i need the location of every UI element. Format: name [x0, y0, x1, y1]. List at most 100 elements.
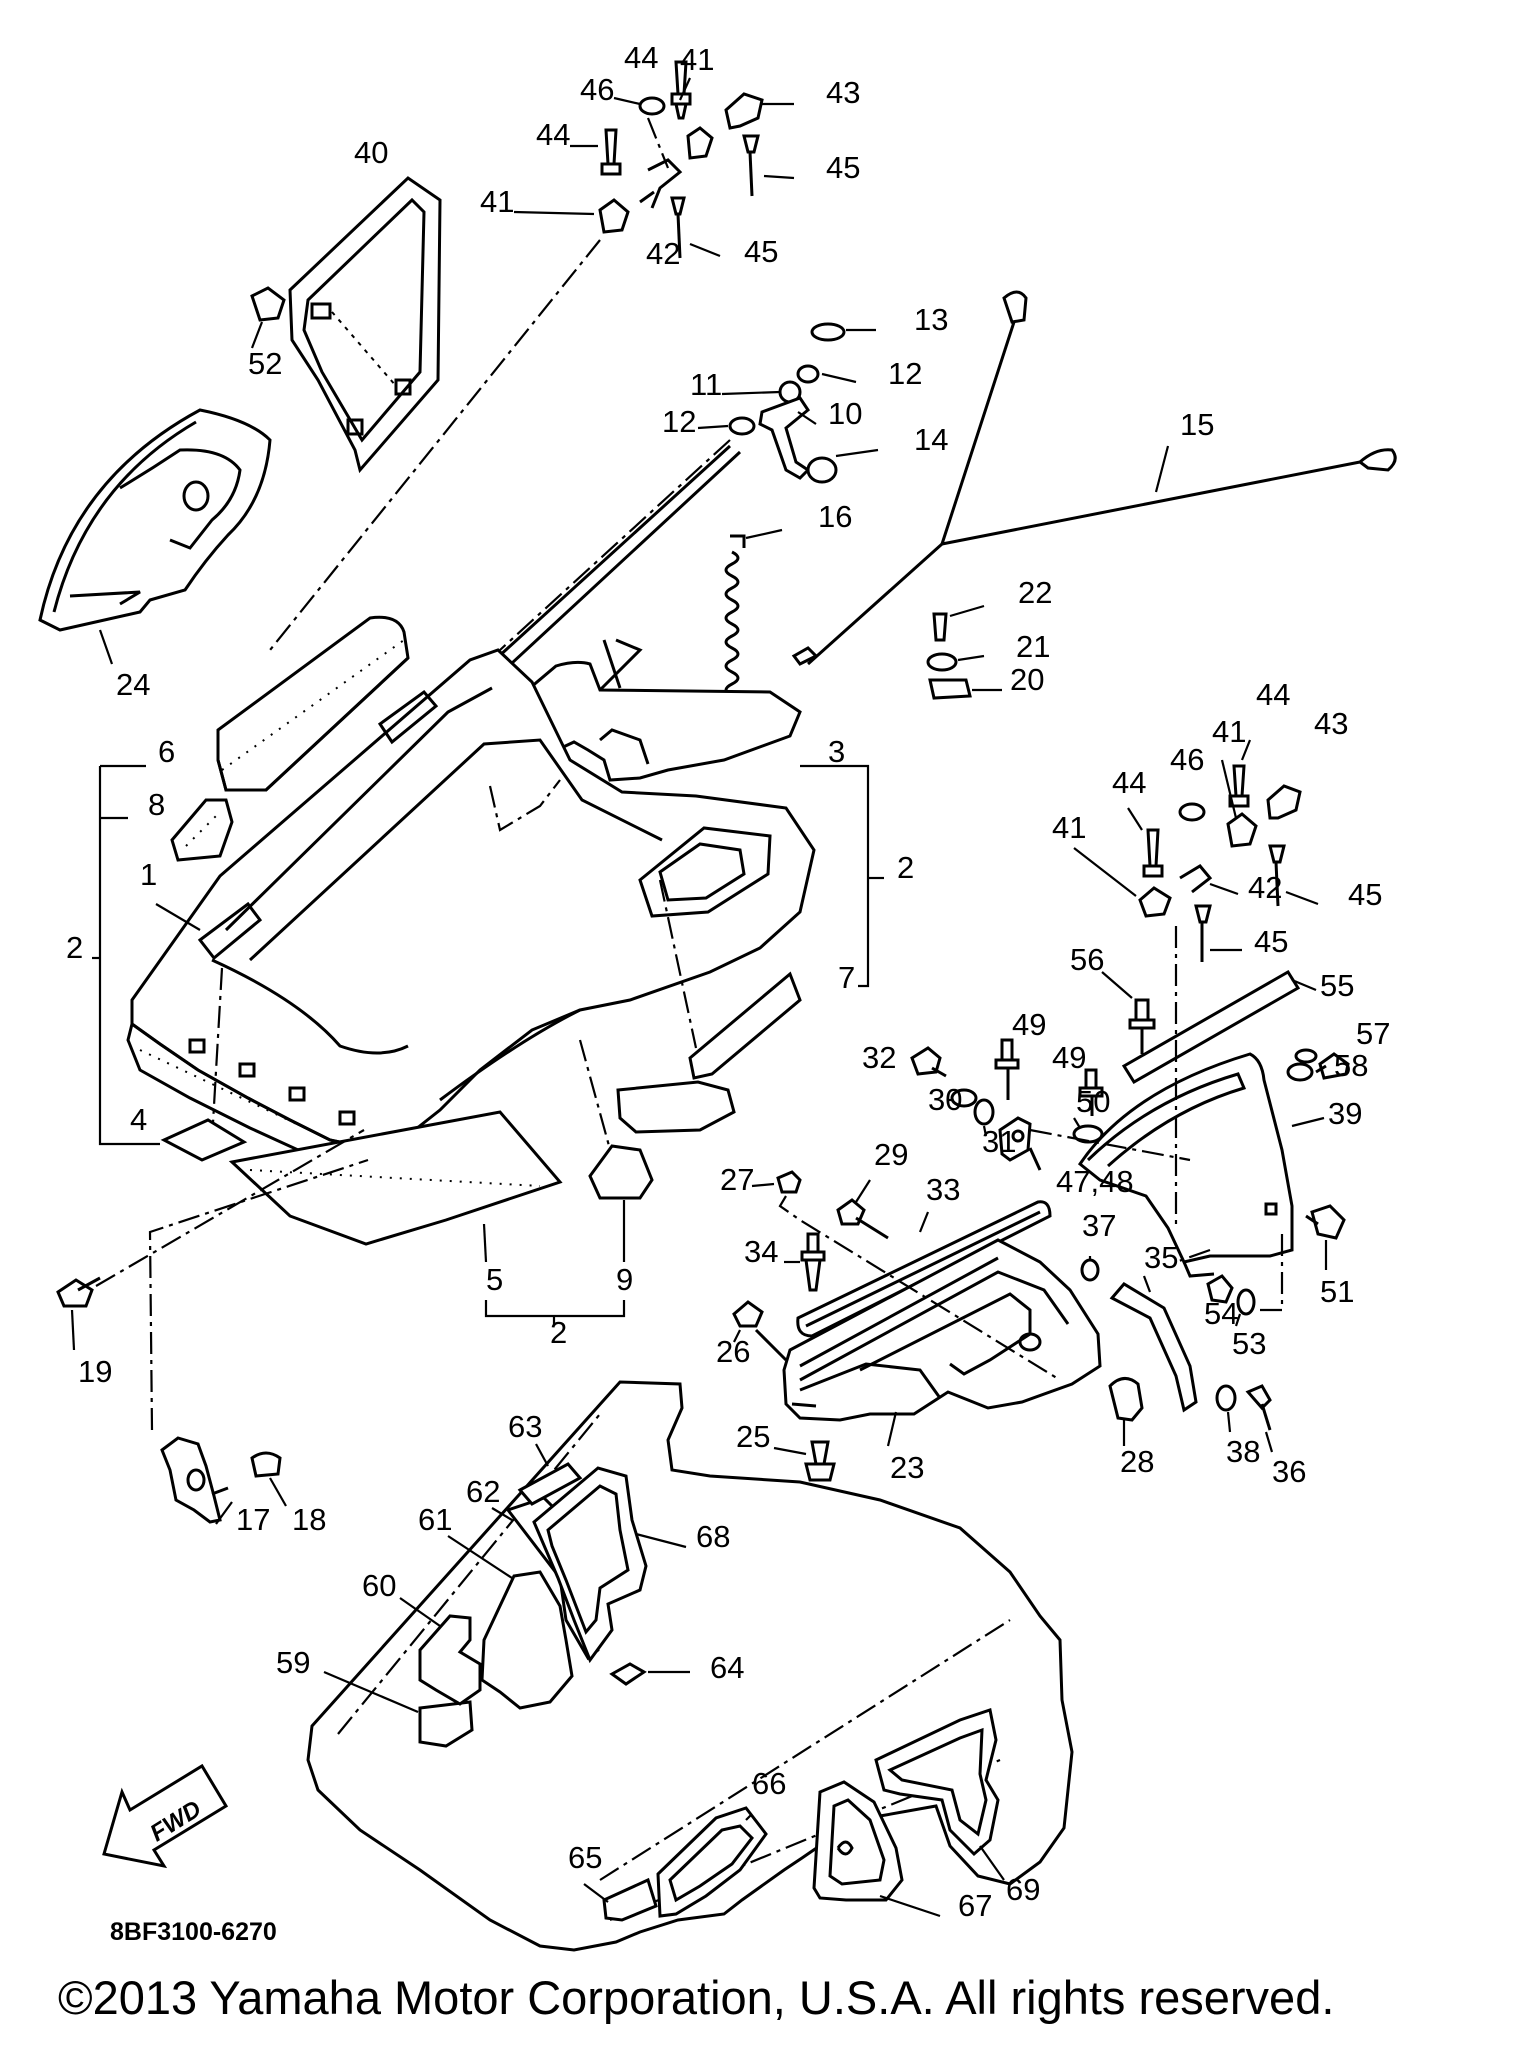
callout-42: 42 — [1248, 870, 1282, 905]
guide-line-right — [1175, 1248, 1211, 1264]
callout-41: 41 — [1212, 714, 1246, 749]
part-6-foam-pad — [216, 615, 410, 792]
callout-2: 2 — [550, 1315, 567, 1350]
callout-21: 21 — [1016, 629, 1050, 664]
callout-3: 3 — [828, 734, 845, 769]
callout-42: 42 — [646, 236, 680, 271]
callout-25: 25 — [736, 1419, 770, 1454]
callout-46: 46 — [580, 72, 614, 107]
callout-55: 55 — [1320, 968, 1354, 1003]
callout-59: 59 — [276, 1645, 310, 1680]
callout-58: 58 — [1334, 1048, 1368, 1083]
callout-12: 12 — [888, 356, 922, 391]
callout-45: 45 — [826, 150, 860, 185]
callout-39: 39 — [1328, 1096, 1362, 1131]
callout-54: 54 — [1204, 1296, 1238, 1331]
drawing-code: 8BF3100-6270 — [110, 1918, 277, 1946]
part-1-hood — [126, 648, 816, 1182]
callout-44: 44 — [1256, 677, 1290, 712]
part-57-58-screw-washer — [1286, 1048, 1350, 1082]
callout-31: 31 — [982, 1124, 1016, 1159]
part-4-pad — [160, 1118, 248, 1162]
callout-29: 29 — [874, 1137, 908, 1172]
callout-33: 33 — [926, 1172, 960, 1207]
group-bracket-2-right — [800, 764, 884, 988]
part-24-front-panel — [38, 408, 272, 665]
part-cluster-top-latches — [513, 60, 795, 259]
callout-16: 16 — [818, 499, 852, 534]
part-cluster-right-latches — [1073, 739, 1319, 1230]
part-cluster-hood-linkage — [484, 322, 879, 698]
callout-41: 41 — [1052, 810, 1086, 845]
callout-37: 37 — [1082, 1208, 1116, 1243]
callout-69: 69 — [1006, 1872, 1040, 1907]
copyright-notice: ©2013 Yamaha Motor Corporation, U.S.A. A… — [58, 1971, 1335, 2024]
callout-47-48: 47,48 — [1056, 1164, 1134, 1199]
part-35-strip — [1109, 1275, 1198, 1413]
callout-45: 45 — [1348, 877, 1382, 912]
callout-13: 13 — [914, 302, 948, 337]
callout-67: 67 — [958, 1888, 992, 1923]
callout-27: 27 — [720, 1162, 754, 1197]
part-26-clip — [732, 1300, 788, 1362]
part-54-grommet — [1206, 1274, 1234, 1304]
part-8-foam-block — [170, 798, 234, 862]
callout-62: 62 — [466, 1474, 500, 1509]
part-23-inner-panel — [782, 1238, 1102, 1447]
callout-45: 45 — [1254, 924, 1288, 959]
callout-1: 1 — [140, 857, 157, 892]
callout-51: 51 — [1320, 1274, 1354, 1309]
part-cluster-30-32 — [910, 1046, 995, 1137]
callout-19: 19 — [78, 1354, 112, 1389]
callout-26: 26 — [716, 1334, 750, 1369]
part-56-rivet — [1101, 971, 1156, 1054]
callout-38: 38 — [1226, 1434, 1260, 1469]
callout-65: 65 — [568, 1840, 602, 1875]
callout-7: 7 — [838, 960, 855, 995]
callout-41: 41 — [480, 184, 514, 219]
part-18-grommet — [250, 1451, 287, 1507]
guide-line-7 — [658, 879, 698, 1049]
callout-40: 40 — [354, 135, 388, 170]
callout-20: 20 — [1010, 662, 1044, 697]
callout-36: 36 — [1272, 1454, 1306, 1489]
guide-line-4 — [210, 967, 224, 1141]
part-51-clip — [1258, 1204, 1346, 1312]
part-25-screw — [773, 1440, 836, 1482]
callout-50: 50 — [1076, 1084, 1110, 1119]
callout-45: 45 — [744, 234, 778, 269]
callout-4: 4 — [130, 1102, 147, 1137]
part-55-strip — [1121, 969, 1317, 1085]
callout-43: 43 — [826, 75, 860, 110]
callout-2: 2 — [897, 850, 914, 885]
part-28-grommet — [1108, 1377, 1144, 1446]
callout-22: 22 — [1018, 575, 1052, 610]
callout-49: 49 — [1052, 1040, 1086, 1075]
callout-34: 34 — [744, 1234, 778, 1269]
group-bracket-2-left — [92, 764, 160, 1146]
part-cluster-47-50 — [994, 1038, 1191, 1171]
callout-57: 57 — [1356, 1016, 1390, 1051]
callout-64: 64 — [710, 1650, 744, 1685]
part-27-plug — [751, 1170, 1061, 1381]
callout-53: 53 — [1232, 1326, 1266, 1361]
part-39-side-cover — [1077, 1052, 1325, 1278]
callout-6: 6 — [158, 734, 175, 769]
callout-8: 8 — [148, 787, 165, 822]
part-34-rivet — [784, 1232, 826, 1292]
callout-10: 10 — [828, 396, 862, 431]
callout-41: 41 — [680, 42, 714, 77]
callout-60: 60 — [362, 1568, 396, 1603]
callout-56: 56 — [1070, 942, 1104, 977]
callout-28: 28 — [1120, 1444, 1154, 1479]
callout-17: 17 — [236, 1502, 270, 1537]
callout-66: 66 — [752, 1766, 786, 1801]
callout-5: 5 — [486, 1262, 503, 1297]
part-53-washer — [1234, 1288, 1256, 1327]
callout-2: 2 — [66, 930, 83, 965]
callout-68: 68 — [696, 1519, 730, 1554]
callout-63: 63 — [508, 1409, 542, 1444]
fwd-arrow-icon: FWD — [102, 1763, 229, 1869]
